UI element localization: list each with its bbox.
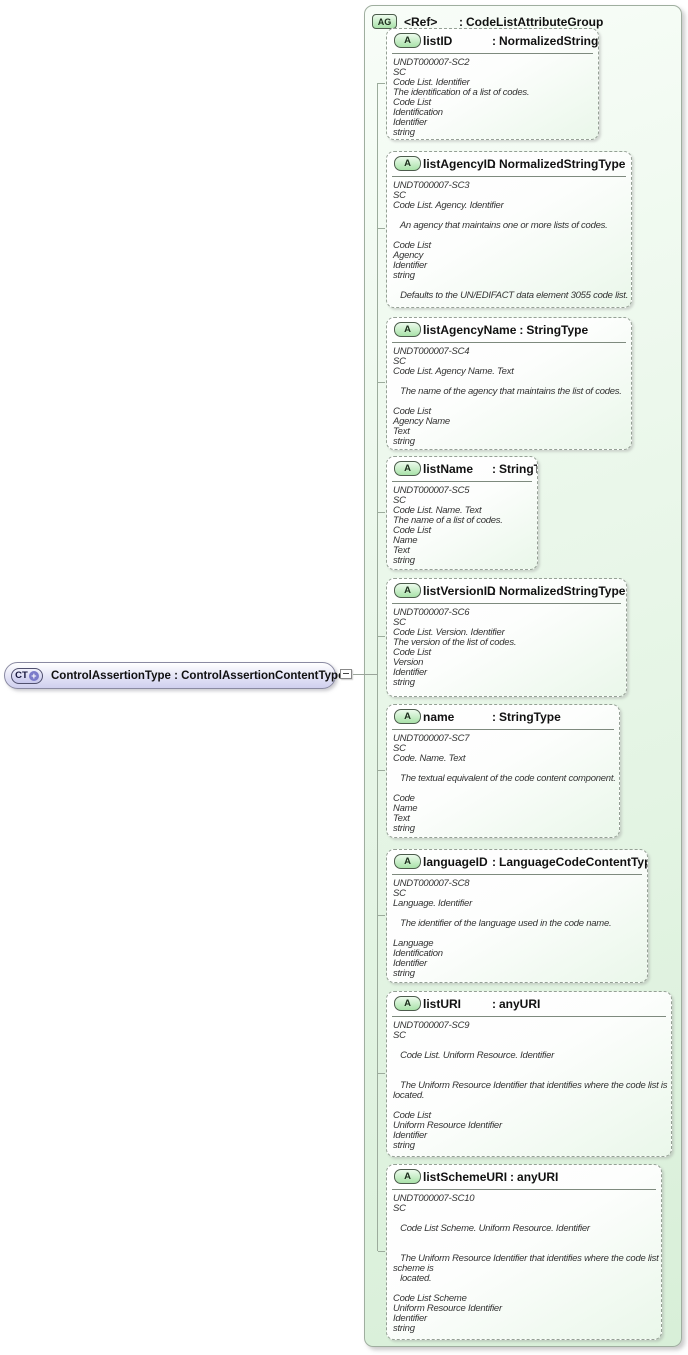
colon: : [492, 710, 496, 724]
attribute-header: listAgencyName : StringType [387, 318, 631, 340]
header-divider [392, 874, 642, 875]
attribute-name: listAgencyName [423, 323, 517, 337]
attribute-name: listURI [423, 997, 462, 1011]
branch-line [378, 1251, 385, 1252]
colon: : [459, 14, 463, 29]
attribute-badge-icon: A [394, 854, 421, 869]
colon: : [492, 584, 496, 598]
attribute-badge-icon: A [394, 156, 421, 171]
attribute-type: anyURI [499, 997, 541, 1011]
attribute-type: NormalizedStringType [499, 584, 626, 598]
attribute-documentation: UNDT000007-SC3 SC Code List. Agency. Ide… [393, 180, 629, 301]
attribute-type: LanguageCodeContentType [499, 855, 648, 869]
header-divider [392, 481, 532, 482]
attribute-group-type: CodeListAttributeGroup [466, 14, 604, 29]
attribute-header: listURI : anyURI [387, 992, 671, 1014]
colon: : [492, 34, 496, 48]
colon: : [492, 157, 496, 171]
attribute-box-listVersionID[interactable]: A listVersionID : NormalizedStringType U… [386, 578, 627, 697]
attribute-type: StringType [499, 710, 561, 724]
colon: : [492, 462, 496, 476]
attribute-header: listAgencyID : NormalizedStringType [387, 152, 631, 174]
header-divider [392, 176, 626, 177]
complex-type-badge-label: CT [15, 670, 28, 681]
attribute-group-header: AG <Ref> : CodeListAttributeGroup [372, 14, 603, 29]
attribute-type: anyURI [517, 1170, 559, 1184]
attribute-badge-icon: A [394, 583, 421, 598]
attribute-box-listID[interactable]: A listID : NormalizedStringType UNDT0000… [386, 28, 599, 140]
branch-line [378, 512, 385, 513]
header-divider [392, 53, 593, 54]
header-divider [392, 1016, 666, 1017]
attribute-name: listVersionID [423, 584, 496, 598]
attribute-header: listVersionID : NormalizedStringType [387, 579, 626, 601]
attribute-documentation: UNDT000007-SC5 SC Code List. Name. Text … [393, 485, 503, 566]
attribute-box-listAgencyName[interactable]: A listAgencyName : StringType UNDT000007… [386, 317, 632, 450]
complex-type-badge-icon: CT + [11, 667, 43, 684]
attribute-group-badge-icon: AG [372, 14, 397, 29]
attribute-box-listURI[interactable]: A listURI : anyURI UNDT000007-SC9 SC Cod… [386, 991, 672, 1157]
branch-line [378, 83, 385, 84]
attribute-header: listName : StringType [387, 457, 537, 479]
attribute-type: StringType [499, 462, 537, 476]
attribute-name: listAgencyID [423, 157, 496, 171]
attribute-badge-icon: A [394, 322, 421, 337]
attribute-box-name[interactable]: A name : StringType UNDT000007-SC7 SC Co… [386, 704, 620, 838]
colon: : [519, 323, 524, 337]
attribute-type: NormalizedStringType [499, 157, 626, 171]
attribute-documentation: UNDT000007-SC7 SC Code. Name. Text The t… [393, 733, 616, 834]
attribute-name: languageID [423, 855, 488, 869]
branch-line [378, 228, 385, 229]
colon: : [510, 1170, 515, 1184]
header-divider [392, 342, 626, 343]
attribute-name: listName [423, 462, 474, 476]
attribute-box-listAgencyID[interactable]: A listAgencyID : NormalizedStringType UN… [386, 151, 632, 308]
complex-type-label: ControlAssertionType : ControlAssertionC… [51, 669, 345, 682]
attribute-badge-icon: A [394, 709, 421, 724]
attribute-type: StringType [526, 323, 589, 337]
complex-type-node[interactable]: CT + ControlAssertionType : ControlAsser… [4, 662, 344, 689]
attribute-badge-icon: A [394, 461, 421, 476]
attribute-group-box: AG <Ref> : CodeListAttributeGroup A list… [364, 5, 682, 1347]
attribute-badge-icon: A [394, 33, 421, 48]
attribute-box-listSchemeURI[interactable]: A listSchemeURI : anyURI UNDT000007-SC10… [386, 1164, 662, 1340]
attribute-documentation: UNDT000007-SC10 SC Code List Scheme. Uni… [393, 1193, 659, 1334]
attribute-box-listName[interactable]: A listName : StringType UNDT000007-SC5 S… [386, 456, 538, 570]
attribute-documentation: UNDT000007-SC8 SC Language. Identifier T… [393, 878, 612, 979]
attribute-type: NormalizedStringType [499, 34, 599, 48]
attribute-box-languageID[interactable]: A languageID : LanguageCodeContentType U… [386, 849, 648, 983]
header-divider [392, 1189, 656, 1190]
attribute-group-ref: <Ref> [404, 14, 438, 29]
header-divider [392, 603, 621, 604]
attribute-name: name [423, 710, 455, 724]
attribute-documentation: UNDT000007-SC2 SC Code List. Identifier … [393, 57, 530, 138]
branch-line [378, 382, 385, 383]
branch-line [378, 915, 385, 916]
branch-line [378, 636, 385, 637]
colon: : [492, 997, 496, 1011]
connector-line [353, 674, 378, 675]
attribute-documentation: UNDT000007-SC9 SC Code List. Uniform Res… [393, 1020, 668, 1151]
tree-trunk-line [377, 83, 378, 1251]
header-divider [392, 729, 614, 730]
attribute-badge-icon: A [394, 1169, 421, 1184]
colon: : [492, 855, 496, 869]
attribute-header: name : StringType [387, 705, 619, 727]
plus-icon: + [28, 670, 39, 681]
branch-line [378, 1073, 385, 1074]
attribute-documentation: UNDT000007-SC4 SC Code List. Agency Name… [393, 346, 622, 447]
attribute-name: listID [423, 34, 453, 48]
attribute-header: listID : NormalizedStringType [387, 29, 598, 51]
attribute-header: languageID : LanguageCodeContentType [387, 850, 647, 872]
attribute-group-title: <Ref> : CodeListAttributeGroup [404, 15, 603, 29]
attribute-name: listSchemeURI [423, 1170, 508, 1184]
attribute-documentation: UNDT000007-SC6 SC Code List. Version. Id… [393, 607, 517, 688]
collapse-toggle[interactable] [340, 669, 352, 679]
branch-line [378, 770, 385, 771]
attribute-badge-icon: A [394, 996, 421, 1011]
attribute-header: listSchemeURI : anyURI [387, 1165, 661, 1187]
